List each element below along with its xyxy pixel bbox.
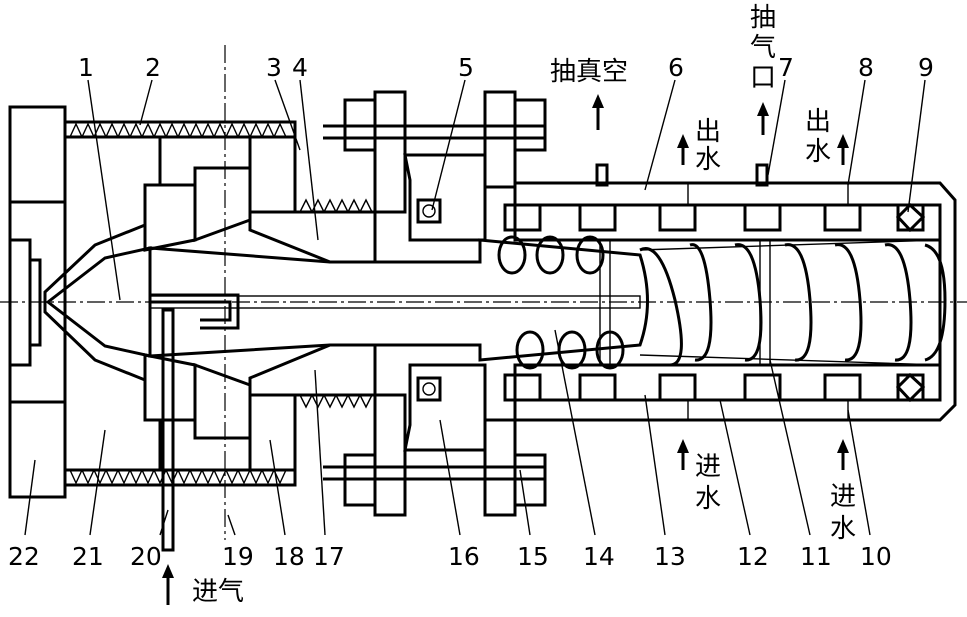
air-pipe (150, 293, 240, 552)
label-12: 12 (737, 542, 769, 571)
bolt-flange-top (323, 90, 547, 214)
label-9: 9 (918, 53, 934, 82)
label-22: 22 (8, 542, 40, 571)
water-out-1b: 水 (695, 145, 721, 175)
label-21: 21 (72, 542, 104, 571)
label-7: 7 (778, 53, 794, 82)
label-19: 19 (222, 542, 254, 571)
leader-lines (24, 79, 926, 536)
ball-bearing-top (416, 198, 442, 224)
vent-label-3: 口 (750, 63, 776, 93)
ball-bearing-bottom (416, 376, 442, 402)
water-in-2a: 进 (830, 482, 856, 512)
label-17: 17 (313, 542, 345, 571)
water-out-2b: 水 (805, 137, 831, 167)
water-in-1b: 水 (695, 484, 721, 514)
water-out-2a: 出 (805, 107, 831, 137)
label-8: 8 (858, 53, 874, 82)
flow-annotations: 抽真空 抽 气 口 出 水 出 水 进 水 进 水 进气 (192, 3, 856, 607)
part-3-ring (248, 135, 297, 472)
label-4: 4 (292, 53, 308, 82)
vent-pipes (595, 163, 849, 420)
part-21-die-body (8, 135, 162, 472)
cooling-jacket (503, 202, 942, 403)
label-20: 20 (130, 542, 162, 571)
label-14: 14 (583, 542, 615, 571)
part-16-clamp (403, 153, 487, 452)
water-in-2b: 水 (830, 514, 856, 544)
vent-label-2: 气 (750, 33, 776, 63)
part-18-ring (248, 393, 297, 472)
flow-arrows (162, 94, 849, 605)
label-10: 10 (860, 542, 892, 571)
water-out-1a: 出 (695, 117, 721, 147)
label-15: 15 (517, 542, 549, 571)
label-1: 1 (78, 53, 94, 82)
extruded-pipe-coil (497, 235, 947, 370)
label-13: 13 (654, 542, 686, 571)
bolt-flange-bottom (323, 393, 547, 517)
label-3: 3 (266, 53, 282, 82)
label-6: 6 (668, 53, 684, 82)
label-5: 5 (458, 53, 474, 82)
air-in-label: 进气 (192, 577, 244, 607)
part-14-core (148, 238, 649, 362)
part-number-labels: 1 2 3 4 5 6 7 8 9 10 11 12 13 14 15 16 1… (8, 53, 934, 571)
label-16: 16 (448, 542, 480, 571)
vacuum-label: 抽真空 (550, 57, 628, 87)
label-11: 11 (800, 542, 832, 571)
vent-label-1: 抽 (750, 3, 776, 33)
label-2: 2 (145, 53, 161, 82)
water-in-1a: 进 (695, 452, 721, 482)
label-18: 18 (273, 542, 305, 571)
part-4-die-lip (248, 198, 377, 409)
